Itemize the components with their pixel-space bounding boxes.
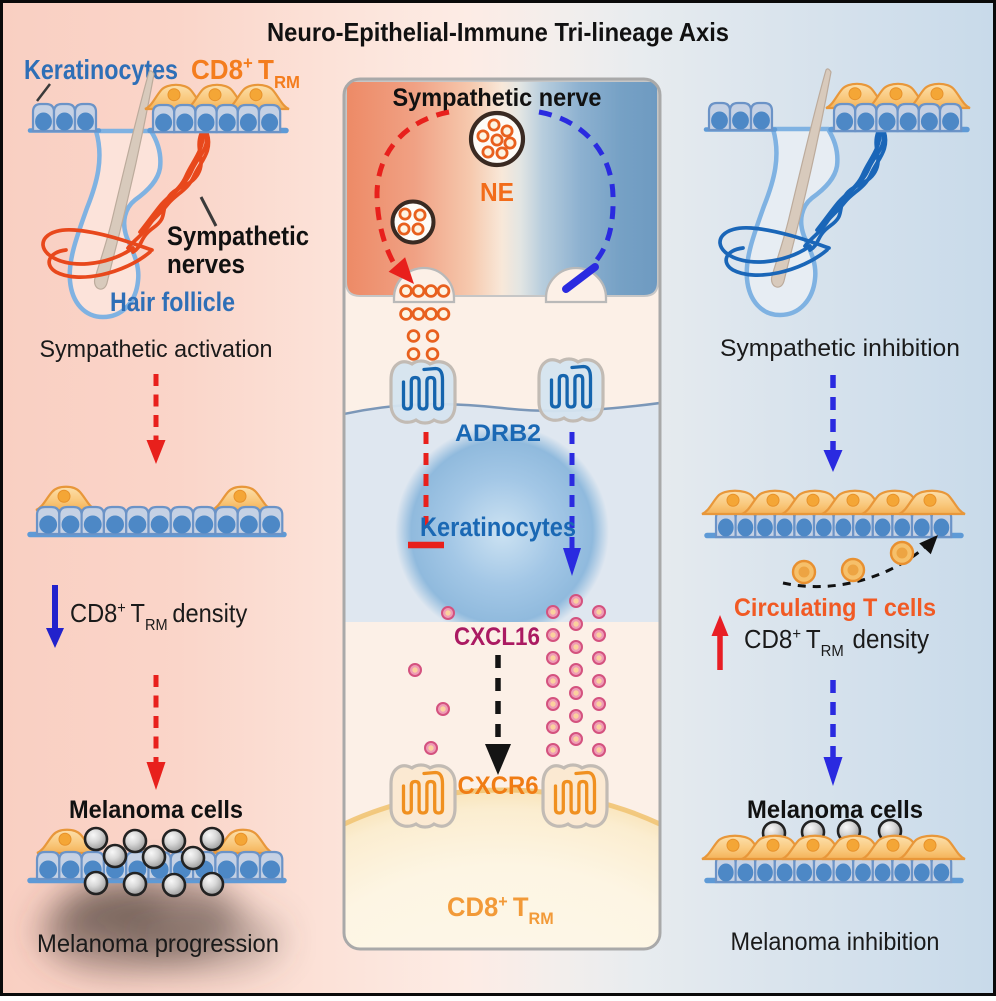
svg-text:Neuro-Epithelial-Immune Tri-li: Neuro-Epithelial-Immune Tri-lineage Axis — [267, 17, 729, 47]
svg-text:CXCR6: CXCR6 — [458, 772, 539, 800]
svg-text:NE: NE — [480, 177, 514, 207]
svg-text:CXCL16: CXCL16 — [454, 623, 540, 651]
svg-text:Circulating T cells: Circulating T cells — [734, 594, 936, 622]
svg-text:ADRB2: ADRB2 — [455, 420, 541, 447]
svg-text:Keratinocytes: Keratinocytes — [420, 512, 576, 542]
svg-text:Melanoma cells: Melanoma cells — [69, 796, 243, 824]
svg-text:nerves: nerves — [167, 249, 245, 279]
svg-text:Hair follicle: Hair follicle — [110, 287, 235, 317]
svg-text:Sympathetic inhibition: Sympathetic inhibition — [720, 335, 960, 362]
svg-text:Keratinocytes: Keratinocytes — [24, 54, 178, 85]
svg-text:Sympathetic activation: Sympathetic activation — [40, 336, 273, 363]
svg-text:Melanoma cells: Melanoma cells — [747, 796, 923, 824]
svg-text:Melanoma inhibition: Melanoma inhibition — [731, 928, 940, 956]
svg-text:Sympathetic: Sympathetic — [167, 221, 309, 251]
svg-text:Melanoma progression: Melanoma progression — [37, 930, 279, 958]
svg-text:Sympathetic nerve: Sympathetic nerve — [393, 84, 602, 112]
